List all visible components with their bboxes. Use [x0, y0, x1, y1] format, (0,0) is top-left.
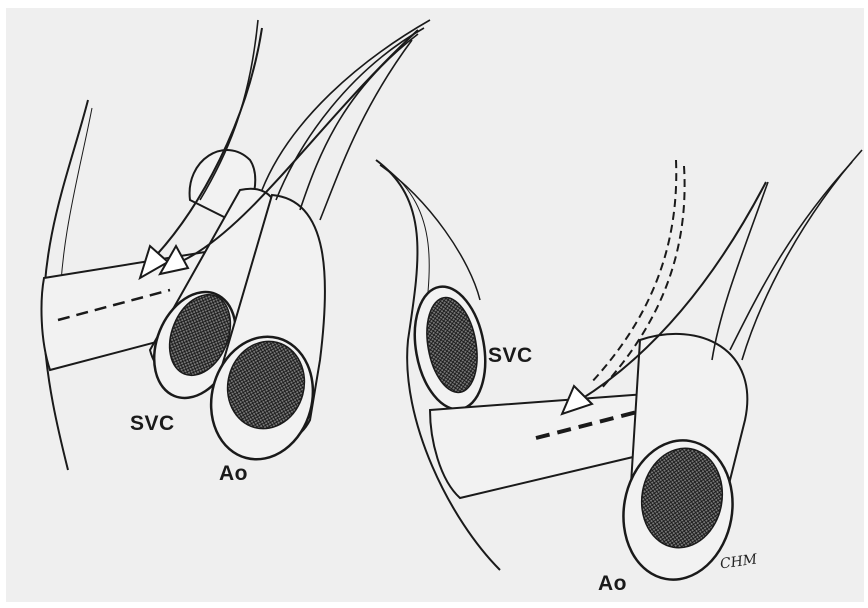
left-panel — [42, 20, 430, 471]
right-strand-2 — [730, 162, 852, 350]
right-svc-label: SVC — [488, 344, 533, 368]
left-svc-label: SVC — [130, 412, 175, 436]
right-svc-pocket — [380, 165, 480, 300]
right-panel — [376, 150, 862, 588]
right-strand-3 — [712, 182, 768, 360]
left-ao-label: Ao — [219, 462, 248, 486]
right-strand-1 — [742, 150, 862, 360]
right-ao-label: Ao — [598, 572, 627, 596]
